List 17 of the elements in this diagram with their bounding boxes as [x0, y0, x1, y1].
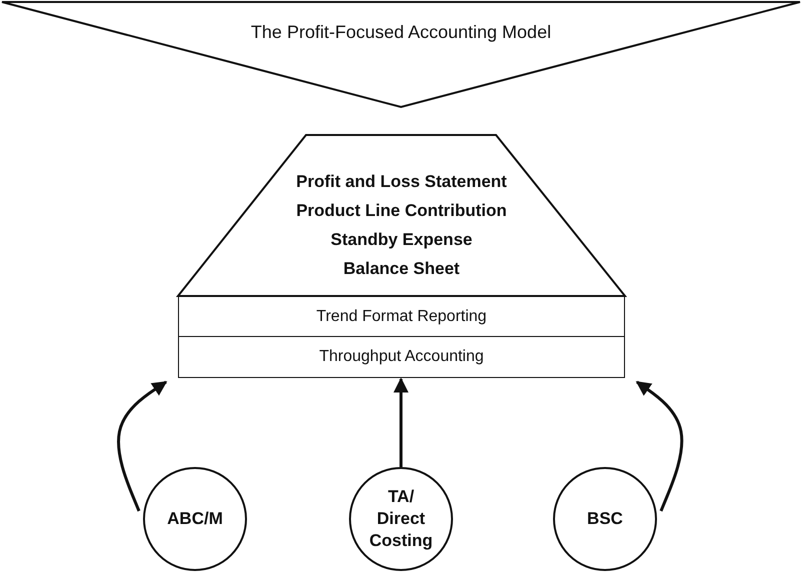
- arrow: [117, 380, 168, 512]
- title-text: The Profit-Focused Accounting Model: [250, 22, 552, 42]
- arrow: [636, 380, 684, 512]
- funnel-triangle: [2, 2, 800, 107]
- process-box: [178, 337, 625, 378]
- box-label: Trend Format Reporting: [316, 306, 487, 326]
- method-label: ABC/M: [166, 508, 224, 530]
- statement-item: Standby Expense: [330, 228, 472, 250]
- statement-item: Profit and Loss Statement: [296, 170, 507, 192]
- method-label: TA/ Direct Costing: [368, 486, 434, 552]
- box-label: Throughput Accounting: [319, 347, 484, 367]
- arrow: [394, 378, 408, 467]
- statement-item: Balance Sheet: [343, 258, 460, 280]
- statement-item: Product Line Contribution: [296, 200, 507, 222]
- method-label: BSC: [586, 508, 624, 530]
- trapezoid-block: [178, 135, 625, 296]
- process-box: [178, 296, 625, 337]
